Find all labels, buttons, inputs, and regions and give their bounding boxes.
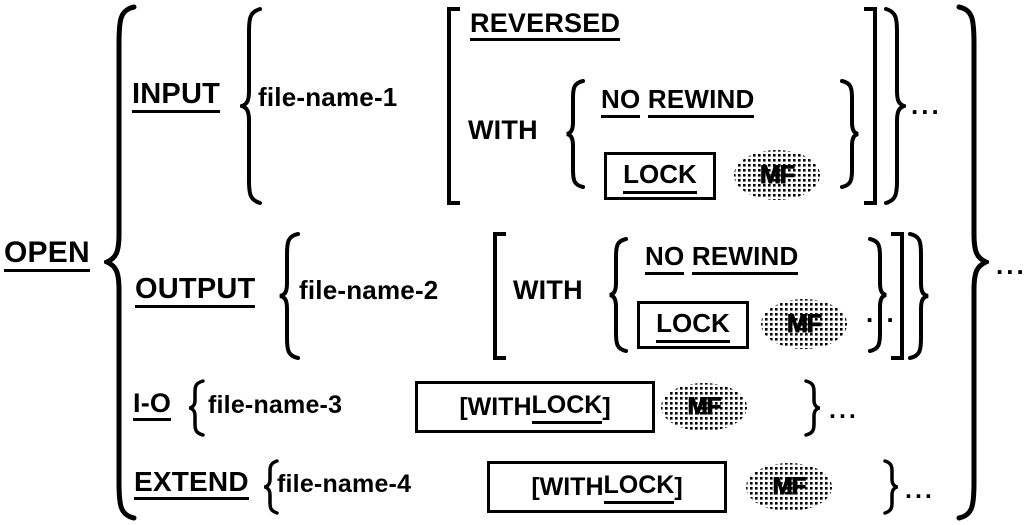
i-o-operand-file-name-3: file-name-3 <box>208 391 343 419</box>
branch-keyword-extend: EXTEND <box>134 468 249 500</box>
input-choice-lock-box: LOCK <box>604 152 716 200</box>
extend-with-lock-suffix: ] <box>674 472 683 501</box>
input-choice-no-word: NO <box>601 84 641 118</box>
output-group-close-brace <box>906 231 930 361</box>
extend-with-lock-prefix: [WITH <box>531 472 604 501</box>
output-choice-no-word: NO <box>645 241 685 275</box>
output-branch-ellipsis: ... <box>866 298 897 328</box>
i-o-branch-ellipsis: ... <box>829 396 859 424</box>
input-option-reversed: REVERSED <box>470 10 621 41</box>
output-options-close-bracket <box>888 231 908 361</box>
i-o-mf-label: MF <box>687 393 722 421</box>
output-choice-open-brace <box>608 236 630 354</box>
i-o-with-lock-prefix: [WITH <box>459 392 532 421</box>
output-choice-close-brace <box>866 236 888 354</box>
input-group-close-brace <box>882 6 906 206</box>
input-choice-lock-word: LOCK <box>623 159 697 194</box>
extend-group-close-brace <box>882 458 898 516</box>
i-o-with-lock-word: LOCK <box>531 391 603 424</box>
output-options-open-bracket <box>489 231 509 361</box>
output-operand-open-brace <box>278 231 302 361</box>
input-choice-no-rewind: NO REWIND <box>601 84 755 118</box>
output-choice-lock-box: LOCK <box>637 301 749 349</box>
branch-keyword-i-o: I-O <box>133 390 172 421</box>
output-choice-rewind-word: REWIND <box>691 241 799 275</box>
output-operand-file-name-2: file-name-2 <box>299 275 439 305</box>
output-lock-mf-badge: MF <box>760 298 848 350</box>
input-mf-label: MF <box>759 160 795 189</box>
input-choice-open-brace <box>565 78 587 190</box>
outer-open-brace <box>104 4 138 521</box>
extend-mf-badge: MF <box>745 462 833 512</box>
output-choice-lock-word: LOCK <box>656 308 730 343</box>
extend-branch-ellipsis: ... <box>905 476 935 504</box>
input-branch-ellipsis: ... <box>911 90 942 120</box>
input-with-keyword: WITH <box>468 115 538 145</box>
outer-close-brace <box>955 4 989 521</box>
input-choice-space <box>640 84 647 114</box>
extend-mf-label: MF <box>772 473 807 501</box>
output-choice-no-rewind: NO REWIND <box>645 241 799 275</box>
extend-operand-open-brace <box>264 458 280 516</box>
input-options-close-bracket <box>861 6 881 206</box>
input-operand-open-brace <box>240 6 264 206</box>
output-choice-space <box>684 241 691 271</box>
i-o-operand-open-brace <box>189 378 207 438</box>
extend-with-lock-word: LOCK <box>603 471 675 504</box>
input-lock-mf-badge: MF <box>733 149 821 201</box>
i-o-with-lock-suffix: ] <box>602 392 611 421</box>
branch-keyword-output: OUTPUT <box>135 275 256 308</box>
input-choice-close-brace <box>838 78 860 190</box>
output-mf-label: MF <box>786 309 822 338</box>
input-operand-file-name-1: file-name-1 <box>258 82 398 112</box>
i-o-mf-badge: MF <box>660 382 748 432</box>
statement-keyword-open: OPEN <box>4 238 90 272</box>
i-o-option-with-lock-box: [WITH LOCK] <box>415 381 655 433</box>
extend-option-with-lock-box: [WITH LOCK] <box>487 461 727 513</box>
i-o-group-close-brace <box>802 378 820 438</box>
statement-trailing-ellipsis: ... <box>996 250 1026 280</box>
output-with-keyword: WITH <box>513 275 583 305</box>
input-options-open-bracket <box>443 6 463 206</box>
input-choice-rewind-word: REWIND <box>647 84 755 118</box>
extend-operand-file-name-4: file-name-4 <box>277 470 412 498</box>
branch-keyword-input: INPUT <box>132 80 220 113</box>
